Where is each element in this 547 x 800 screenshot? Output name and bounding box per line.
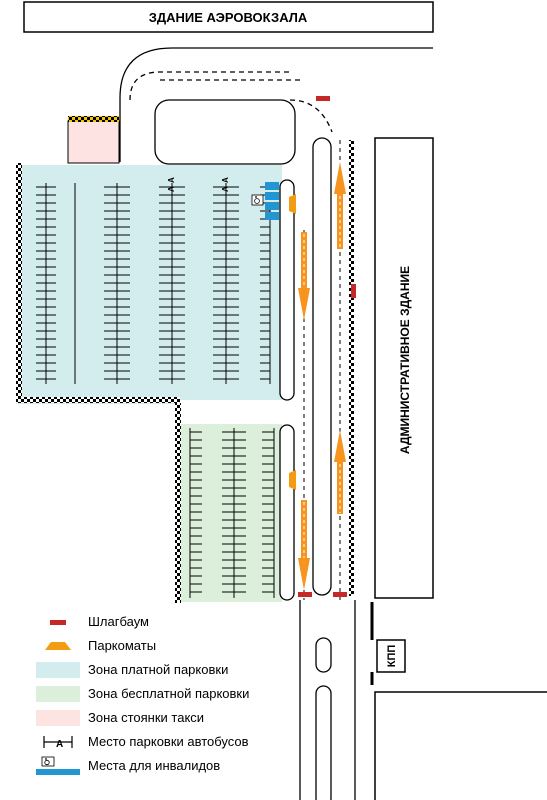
legend: Шлагбаум Паркоматы Зона платной парковки…: [36, 612, 336, 780]
barrier-icon: [316, 96, 330, 101]
legend-label: Зона стоянки такси: [88, 710, 205, 725]
barrier-icon: [333, 592, 347, 597]
taxi-zone: [67, 116, 120, 164]
barrier-icon: [298, 592, 312, 597]
lower-right-structure: [374, 691, 547, 800]
free-parking-ticks: [190, 431, 274, 593]
legend-label: Паркоматы: [88, 638, 157, 653]
legend-item-parking-meters: Паркоматы: [36, 636, 336, 656]
free-parking-zone: [175, 403, 282, 603]
admin-building-label: АДМИНИСТРАТИВНОЕ ЗДАНИЕ: [398, 266, 412, 454]
barriers: [298, 96, 356, 597]
legend-label: Места для инвалидов: [88, 758, 221, 773]
access-road: [119, 47, 433, 800]
traffic-island: [154, 99, 296, 165]
svg-text:А: А: [56, 739, 63, 750]
parking-meter-icon: [36, 636, 80, 656]
admin-building: АДМИНИСТРАТИВНОЕ ЗДАНИЕ: [374, 137, 434, 599]
bus-marking: А: [167, 186, 176, 192]
checkpoint-label: КПП: [386, 645, 398, 668]
legend-item-barrier: Шлагбаум: [36, 612, 336, 632]
bus-marking: А: [221, 186, 230, 192]
legend-item-disabled-spots: Места для инвалидов: [36, 756, 336, 776]
parking-meters: [289, 194, 296, 490]
legend-label: Зона платной парковки: [88, 662, 229, 677]
checkpoint: КПП: [370, 602, 406, 685]
direction-arrow-dashes: [303, 196, 341, 558]
disabled-spots: [251, 182, 279, 220]
paid-zone-swatch: [36, 660, 80, 680]
paid-parking-zone: [16, 163, 282, 404]
wheelchair-icon: [251, 194, 264, 206]
legend-item-paid-zone: Зона платной парковки: [36, 660, 336, 680]
direction-arrow-icon: [298, 500, 310, 590]
parking-meter-icon: [289, 194, 296, 214]
direction-arrow-icon: [334, 162, 346, 249]
legend-label: Место парковки автобусов: [88, 734, 249, 749]
taxi-zone-swatch: [36, 708, 80, 728]
terminal-building-label: ЗДАНИЕ АЭРОВОКЗАЛА: [149, 10, 308, 25]
barrier-icon: [36, 612, 80, 632]
legend-item-bus-parking: А Место парковки автобусов: [36, 732, 336, 752]
paid-parking-ticks: [36, 186, 270, 380]
barrier-icon: [351, 284, 356, 298]
legend-label: Зона бесплатной парковки: [88, 686, 250, 701]
bus-marking: А: [221, 177, 230, 183]
free-zone-swatch: [36, 684, 80, 704]
legend-item-taxi-zone: Зона стоянки такси: [36, 708, 336, 728]
lower-islands: [315, 637, 332, 800]
bus-marking: А: [167, 177, 176, 183]
disabled-spots-icon: [36, 756, 80, 776]
bus-parking-icon: А: [36, 732, 80, 752]
parking-meter-icon: [289, 470, 296, 490]
main-road: [303, 137, 354, 600]
terminal-building: ЗДАНИЕ АЭРОВОКЗАЛА: [23, 1, 434, 33]
legend-item-free-zone: Зона бесплатной парковки: [36, 684, 336, 704]
median-islands: [279, 179, 295, 601]
bus-parking-markings: А А А А: [167, 177, 230, 192]
legend-label: Шлагбаум: [88, 614, 149, 629]
